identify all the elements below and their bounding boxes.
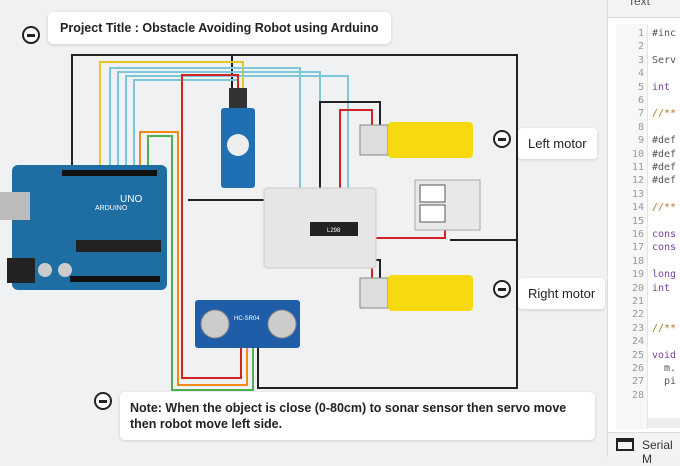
line-number: 17	[631, 242, 644, 254]
serial-monitor-label: Serial M	[642, 438, 673, 466]
collapse-label-icon[interactable]	[493, 130, 511, 148]
line-number: 5	[637, 81, 644, 93]
code-line[interactable]: m.	[652, 363, 677, 374]
line-number: 16	[631, 229, 644, 240]
line-number: 3	[637, 54, 644, 66]
line-number: 20	[631, 282, 644, 294]
code-tab-bar: Text	[608, 0, 680, 18]
left-motor-label: Left motor	[518, 128, 597, 159]
line-number: 15	[631, 215, 644, 227]
right-motor-label: Right motor	[518, 278, 606, 309]
collapse-note-icon[interactable]	[94, 392, 112, 410]
wire	[109, 67, 301, 200]
horizontal-scrollbar[interactable]	[648, 418, 680, 428]
code-line[interactable]: //**	[652, 108, 677, 120]
wire	[181, 74, 239, 205]
line-number: 19	[631, 269, 644, 281]
wire	[319, 101, 381, 205]
code-line[interactable]: long	[652, 269, 677, 281]
code-line[interactable]: int	[652, 81, 671, 93]
line-number: 11	[631, 162, 644, 173]
serial-monitor-icon	[616, 438, 634, 451]
code-line[interactable]: int	[652, 282, 671, 294]
arduino-model: UNO	[120, 194, 142, 205]
line-number: 28	[631, 389, 644, 401]
code-line[interactable]: cons	[652, 229, 677, 240]
code-line[interactable]: cons	[652, 242, 677, 254]
line-number: 6	[637, 95, 644, 106]
line-number: 22	[631, 309, 644, 321]
line-number: 14	[631, 202, 644, 214]
line-number: 2	[637, 41, 644, 53]
bottom-note: Note: When the object is close (0-80cm) …	[120, 392, 595, 440]
battery-pack	[414, 179, 481, 231]
text-tab[interactable]: Text	[628, 0, 651, 8]
line-number: 7	[637, 108, 644, 120]
line-number: 12	[631, 175, 644, 187]
right-motor	[359, 275, 473, 311]
code-line[interactable]: //**	[652, 202, 677, 214]
wire	[230, 54, 518, 245]
serial-monitor-button[interactable]: Serial M	[608, 432, 680, 466]
wire	[181, 205, 242, 379]
collapse-note-icon[interactable]	[22, 26, 40, 44]
line-number: 8	[637, 121, 644, 133]
line-number: 18	[631, 255, 644, 267]
wire	[257, 239, 518, 389]
circuit-canvas[interactable]: ARDUINO UNO L298 HC-SR04 Project Title :…	[0, 0, 607, 457]
code-line[interactable]: #def	[652, 162, 677, 173]
wire	[147, 135, 254, 391]
line-gutter	[616, 24, 648, 429]
line-number: 1	[637, 28, 644, 39]
code-line[interactable]: #inc	[652, 28, 677, 39]
servo-motor	[221, 88, 255, 188]
title-note: Project Title : Obstacle Avoiding Robot …	[48, 12, 391, 44]
line-number: 4	[637, 68, 644, 80]
wire	[339, 109, 373, 205]
code-line[interactable]: #def	[652, 148, 677, 160]
circuit-diagram: ARDUINO UNO L298 HC-SR04	[0, 54, 518, 391]
sonar-label: HC-SR04	[234, 316, 260, 322]
collapse-label-icon[interactable]	[493, 280, 511, 298]
line-number: 23	[631, 322, 644, 334]
line-number: 21	[631, 296, 644, 307]
code-line[interactable]: Serv	[652, 54, 677, 66]
ultrasonic-sensor: HC-SR04	[195, 300, 300, 348]
code-line[interactable]: void	[652, 349, 677, 361]
code-line[interactable]: //**	[652, 322, 677, 334]
line-number: 10	[631, 148, 644, 160]
line-number: 26	[631, 363, 644, 374]
arduino-brand: ARDUINO	[95, 205, 128, 212]
breadboard: L298	[263, 187, 377, 269]
line-number: 27	[631, 376, 644, 388]
line-number: 25	[631, 349, 644, 361]
code-line[interactable]: pi	[652, 376, 677, 388]
code-line[interactable]: #def	[652, 135, 677, 147]
driver-chip-label: L298	[327, 228, 341, 234]
wire	[139, 131, 248, 386]
line-number: 24	[631, 336, 644, 348]
line-number: 13	[631, 188, 644, 200]
arduino-uno-board: ARDUINO UNO	[0, 165, 167, 290]
code-line[interactable]: #def	[652, 175, 677, 187]
left-motor	[359, 122, 473, 158]
line-number: 9	[637, 135, 644, 147]
